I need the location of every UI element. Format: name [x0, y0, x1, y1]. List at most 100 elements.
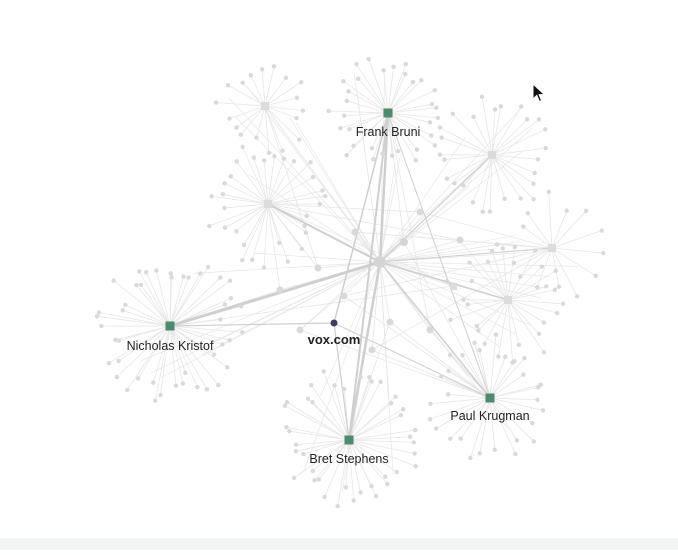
- leaf-node[interactable]: [403, 72, 407, 76]
- leaf-node[interactable]: [461, 183, 465, 187]
- leaf-node[interactable]: [412, 451, 416, 455]
- leaf-node[interactable]: [294, 449, 298, 453]
- leaf-node[interactable]: [468, 456, 472, 460]
- leaf-node[interactable]: [446, 392, 450, 396]
- leaf-node[interactable]: [351, 498, 355, 502]
- leaf-node[interactable]: [285, 400, 289, 404]
- leaf-node[interactable]: [544, 284, 548, 288]
- leaf-node[interactable]: [430, 102, 434, 106]
- leaf-node[interactable]: [380, 152, 384, 156]
- leaf-node[interactable]: [181, 381, 185, 385]
- leaf-node[interactable]: [419, 78, 423, 82]
- node-hub-upper-right[interactable]: [488, 151, 496, 159]
- leaf-node[interactable]: [195, 385, 199, 389]
- leaf-node[interactable]: [223, 225, 227, 229]
- leaf-node[interactable]: [317, 477, 321, 481]
- leaf-node[interactable]: [536, 385, 540, 389]
- leaf-node[interactable]: [575, 294, 579, 298]
- leaf-node[interactable]: [212, 352, 216, 356]
- leaf-node[interactable]: [439, 136, 443, 140]
- leaf-node[interactable]: [510, 360, 514, 364]
- leaf-node[interactable]: [537, 332, 541, 336]
- mid-node[interactable]: [400, 238, 408, 246]
- leaf-node[interactable]: [121, 308, 125, 312]
- leaf-node[interactable]: [518, 275, 522, 279]
- central-node[interactable]: [374, 256, 386, 268]
- leaf-node[interactable]: [472, 341, 476, 345]
- mid-node[interactable]: [341, 293, 348, 300]
- leaf-node[interactable]: [445, 279, 449, 283]
- leaf-node[interactable]: [322, 495, 326, 499]
- leaf-node[interactable]: [174, 383, 178, 387]
- leaf-node[interactable]: [154, 268, 158, 272]
- leaf-node[interactable]: [391, 65, 395, 69]
- leaf-node[interactable]: [181, 274, 185, 278]
- leaf-node[interactable]: [493, 448, 497, 452]
- leaf-node[interactable]: [111, 278, 115, 282]
- leaf-node[interactable]: [306, 397, 310, 401]
- leaf-node[interactable]: [433, 88, 437, 92]
- leaf-node[interactable]: [137, 269, 141, 273]
- leaf-node[interactable]: [107, 361, 111, 365]
- leaf-node[interactable]: [399, 413, 403, 417]
- leaf-node[interactable]: [531, 197, 535, 201]
- leaf-node[interactable]: [311, 175, 315, 179]
- leaf-node[interactable]: [401, 407, 405, 411]
- leaf-node[interactable]: [239, 132, 243, 136]
- leaf-node[interactable]: [381, 68, 385, 72]
- leaf-node[interactable]: [123, 303, 127, 307]
- leaf-node[interactable]: [250, 258, 254, 262]
- leaf-node[interactable]: [458, 436, 462, 440]
- leaf-node[interactable]: [557, 285, 561, 289]
- node-bret-stephens[interactable]: [345, 436, 354, 445]
- leaf-node[interactable]: [374, 494, 378, 498]
- leaf-node[interactable]: [478, 451, 482, 455]
- leaf-node[interactable]: [366, 57, 370, 61]
- leaf-node[interactable]: [370, 146, 374, 150]
- leaf-node[interactable]: [499, 104, 503, 108]
- leaf-node[interactable]: [287, 429, 291, 433]
- leaf-node[interactable]: [486, 260, 490, 264]
- leaf-node[interactable]: [415, 148, 419, 152]
- leaf-node[interactable]: [451, 112, 455, 116]
- leaf-node[interactable]: [390, 153, 394, 157]
- leaf-node[interactable]: [341, 79, 345, 83]
- leaf-node[interactable]: [249, 73, 253, 77]
- leaf-node[interactable]: [526, 211, 530, 215]
- leaf-node[interactable]: [304, 230, 308, 234]
- leaf-node[interactable]: [393, 395, 397, 399]
- leaf-node[interactable]: [533, 171, 537, 175]
- leaf-node[interactable]: [260, 67, 264, 71]
- leaf-node[interactable]: [536, 157, 540, 161]
- node-nicholas-kristof[interactable]: [166, 322, 175, 331]
- node-hub-far-right[interactable]: [548, 244, 556, 252]
- leaf-node[interactable]: [367, 375, 371, 379]
- leaf-node[interactable]: [318, 202, 322, 206]
- mid-node[interactable]: [369, 347, 376, 354]
- leaf-node[interactable]: [302, 224, 306, 228]
- leaf-node[interactable]: [442, 157, 446, 161]
- leaf-node[interactable]: [134, 283, 138, 287]
- leaf-node[interactable]: [280, 149, 284, 153]
- leaf-node[interactable]: [301, 452, 305, 456]
- node-hub-right[interactable]: [504, 296, 512, 304]
- leaf-node[interactable]: [320, 188, 324, 192]
- leaf-node[interactable]: [553, 288, 557, 292]
- leaf-node[interactable]: [326, 109, 330, 113]
- leaf-node[interactable]: [461, 298, 465, 302]
- leaf-node[interactable]: [396, 149, 400, 153]
- leaf-node[interactable]: [448, 437, 452, 441]
- node-hub-left[interactable]: [264, 200, 272, 208]
- leaf-node[interactable]: [532, 439, 536, 443]
- leaf-node[interactable]: [277, 241, 281, 245]
- leaf-node[interactable]: [521, 224, 525, 228]
- node-hub-upper-left[interactable]: [261, 102, 269, 110]
- leaf-node[interactable]: [310, 400, 314, 404]
- leaf-node[interactable]: [500, 246, 504, 250]
- leaf-node[interactable]: [206, 265, 210, 269]
- leaf-node[interactable]: [299, 80, 303, 84]
- leaf-node[interactable]: [254, 135, 258, 139]
- node-vox-com[interactable]: [331, 320, 338, 327]
